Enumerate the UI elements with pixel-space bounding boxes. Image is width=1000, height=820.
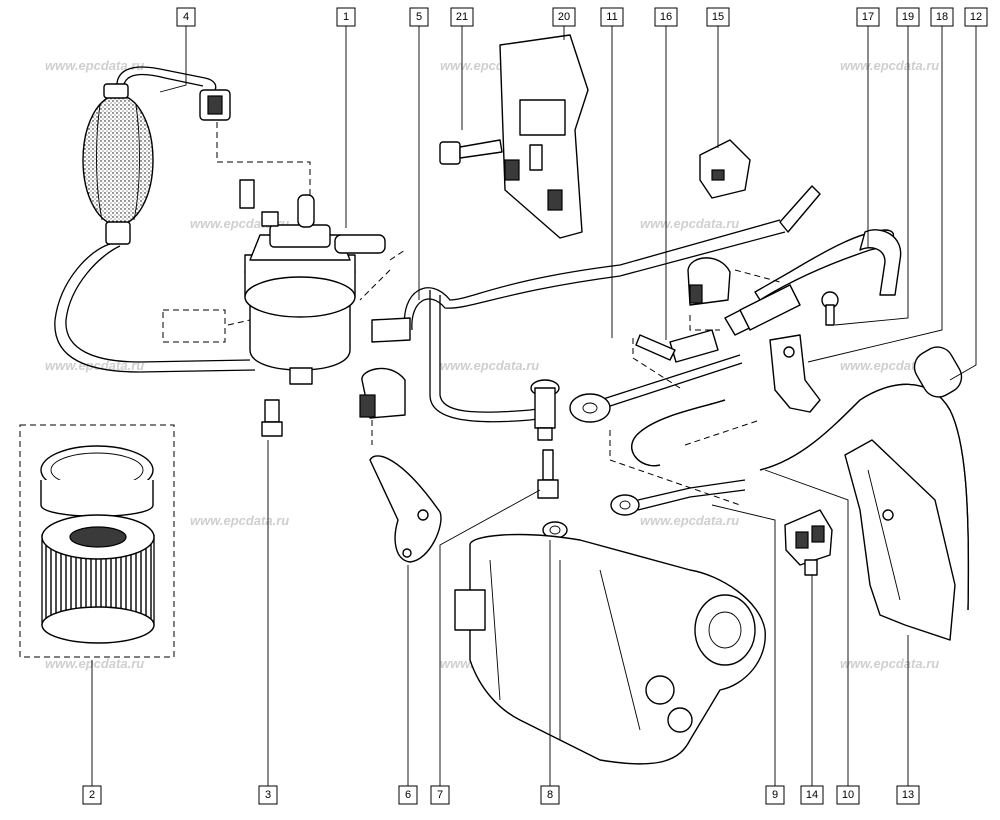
callout-15: 15	[706, 7, 730, 27]
bracket-and-clip	[359, 367, 442, 563]
callout-10: 10	[836, 785, 860, 805]
watermark-text: www.epcdata.ru	[45, 656, 144, 671]
bleed-screw	[239, 179, 255, 209]
callout-number: 8	[547, 789, 553, 801]
callout-1: 1	[336, 7, 356, 27]
callout-11: 11	[600, 7, 624, 27]
callout-number: 2	[89, 789, 95, 801]
callout-19: 19	[896, 7, 920, 27]
callout-number: 10	[842, 789, 854, 801]
watermark-text: www.epcdata.ru	[640, 216, 739, 231]
callout-20: 20	[552, 7, 576, 27]
watermark-text: www.epcdata.ru	[840, 58, 939, 73]
callout-number: 13	[902, 789, 914, 801]
callout-17: 17	[856, 7, 880, 27]
leader-lines	[91, 26, 977, 786]
callout-9: 9	[765, 785, 785, 805]
heat-shield	[844, 439, 956, 641]
watermark-text: www.epcdata.ru	[45, 358, 144, 373]
return-line	[569, 329, 743, 423]
callout-number: 17	[862, 11, 874, 23]
callout-number: 18	[936, 11, 948, 23]
filter-element-kit	[19, 424, 175, 658]
callout-8: 8	[540, 785, 560, 805]
callout-number: 16	[660, 11, 672, 23]
bolt	[439, 139, 503, 165]
callout-13: 13	[896, 785, 920, 805]
callout-number: 7	[437, 789, 443, 801]
dashed-leader-4	[216, 122, 311, 195]
long-hose	[609, 346, 970, 611]
callout-number: 21	[456, 11, 468, 23]
callout-number: 1	[343, 11, 349, 23]
clip	[699, 139, 751, 199]
watermarks: www.epcdata.ru www.epcdata.ru www.epcdat…	[45, 58, 939, 671]
pipe-bracket	[769, 334, 821, 413]
watermark-text: www.epcdata.ru	[45, 58, 144, 73]
watermark-text: www.epcdata.ru	[640, 513, 739, 528]
callout-3: 3	[258, 785, 278, 805]
callout-number: 11	[606, 11, 617, 23]
injector-fitting	[530, 379, 568, 539]
callout-21: 21	[450, 7, 474, 27]
banjo-fitting	[610, 479, 746, 516]
callout-16: 16	[654, 7, 678, 27]
callout-number: 12	[970, 11, 982, 23]
callout-number: 4	[183, 11, 189, 23]
callout-number: 20	[558, 11, 570, 23]
callout-12: 12	[964, 7, 988, 27]
callout-14: 14	[800, 785, 824, 805]
mounting-plate	[499, 34, 589, 239]
fuel-pipe	[371, 185, 821, 423]
callout-5: 5	[409, 7, 429, 27]
watermark-text: www.epcdata.ru	[840, 656, 939, 671]
callout-6: 6	[398, 785, 418, 805]
callout-2: 2	[82, 785, 102, 805]
dashed-outline	[162, 309, 226, 343]
watermark-text: www.epcdata.ru	[440, 358, 539, 373]
injection-pump	[454, 533, 766, 765]
callout-number: 14	[806, 789, 818, 801]
callout-number: 15	[712, 11, 724, 23]
callout-number: 6	[405, 789, 411, 801]
hose-assembly	[687, 229, 902, 336]
callout-number: 19	[902, 11, 914, 23]
callout-7: 7	[430, 785, 450, 805]
fuel-filter-housing	[239, 179, 386, 385]
drain-screw	[261, 399, 283, 437]
callout-number: 3	[265, 789, 271, 801]
callout-18: 18	[930, 7, 954, 27]
callout-number: 5	[416, 11, 422, 23]
sensor-connector	[784, 509, 833, 576]
callout-number: 9	[772, 789, 778, 801]
callout-4: 4	[176, 7, 196, 27]
watermark-text: www.epcdata.ru	[190, 513, 289, 528]
priming-bulb-pump	[54, 66, 256, 373]
